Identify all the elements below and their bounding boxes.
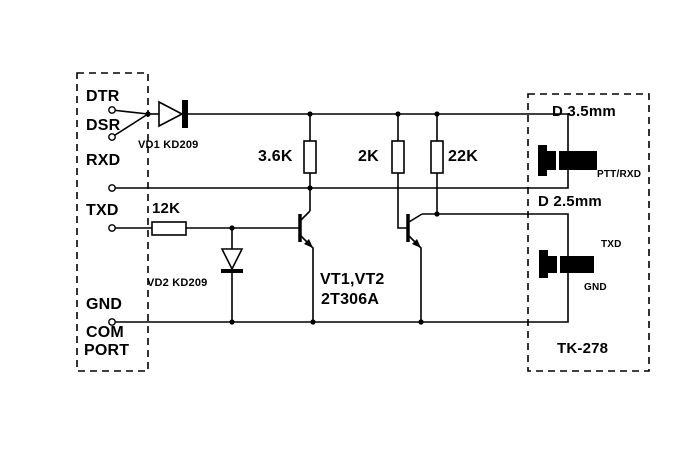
label-radio-model: TK-278 bbox=[557, 340, 609, 357]
pin-label-dsr: DSR bbox=[86, 117, 121, 134]
label-r-12k: 12K bbox=[152, 200, 181, 217]
com-port-label-line2: PORT bbox=[84, 342, 130, 359]
label-jack-3.5mm: D 3.5mm bbox=[552, 103, 616, 120]
transistor-vt2-icon bbox=[406, 214, 421, 248]
pin-label-txd: TXD bbox=[86, 202, 119, 219]
resistor-2k-icon bbox=[391, 140, 405, 174]
label-vt-names: VT1,VT2 bbox=[320, 271, 385, 288]
label-vt-type: 2T306A bbox=[321, 291, 380, 308]
label-jack-gnd: GND bbox=[584, 282, 607, 293]
jack-3.5mm-icon bbox=[538, 145, 597, 176]
pin-dsr bbox=[108, 133, 116, 141]
pin-rxd bbox=[108, 184, 116, 192]
radio-dashed-box bbox=[527, 93, 650, 372]
com-port-dashed-box bbox=[76, 72, 149, 372]
resistor-3k6-icon bbox=[303, 140, 317, 174]
label-vd2: VD2 KD209 bbox=[147, 277, 208, 289]
resistor-22k-icon bbox=[430, 140, 444, 174]
label-vd1: VD1 KD209 bbox=[138, 139, 199, 151]
pin-label-dtr: DTR bbox=[86, 88, 120, 105]
pin-txd bbox=[108, 224, 116, 232]
diode-vd2-icon bbox=[220, 248, 244, 273]
jack-2.5mm-icon bbox=[539, 250, 594, 278]
com-port-label-line1: COM bbox=[86, 324, 124, 341]
label-r-22k: 22K bbox=[448, 148, 478, 165]
transistor-vt1-icon bbox=[298, 214, 313, 248]
label-r-3k6: 3.6K bbox=[258, 148, 293, 165]
junction-dots bbox=[145, 111, 440, 325]
label-ptt-rxd: PTT/RXD bbox=[597, 169, 642, 180]
label-jack-txd: TXD bbox=[601, 239, 622, 250]
wires bbox=[111, 109, 569, 323]
com-port-pins bbox=[108, 106, 116, 326]
label-r-2k: 2K bbox=[358, 148, 379, 165]
resistor-12k-icon bbox=[151, 221, 187, 236]
pin-label-gnd: GND bbox=[86, 296, 123, 313]
label-jack-2.5mm: D 2.5mm bbox=[538, 193, 602, 210]
pin-dtr bbox=[108, 106, 116, 114]
diode-vd1-icon bbox=[158, 100, 188, 128]
pin-gnd bbox=[108, 318, 116, 326]
pin-label-rxd: RXD bbox=[86, 152, 121, 169]
